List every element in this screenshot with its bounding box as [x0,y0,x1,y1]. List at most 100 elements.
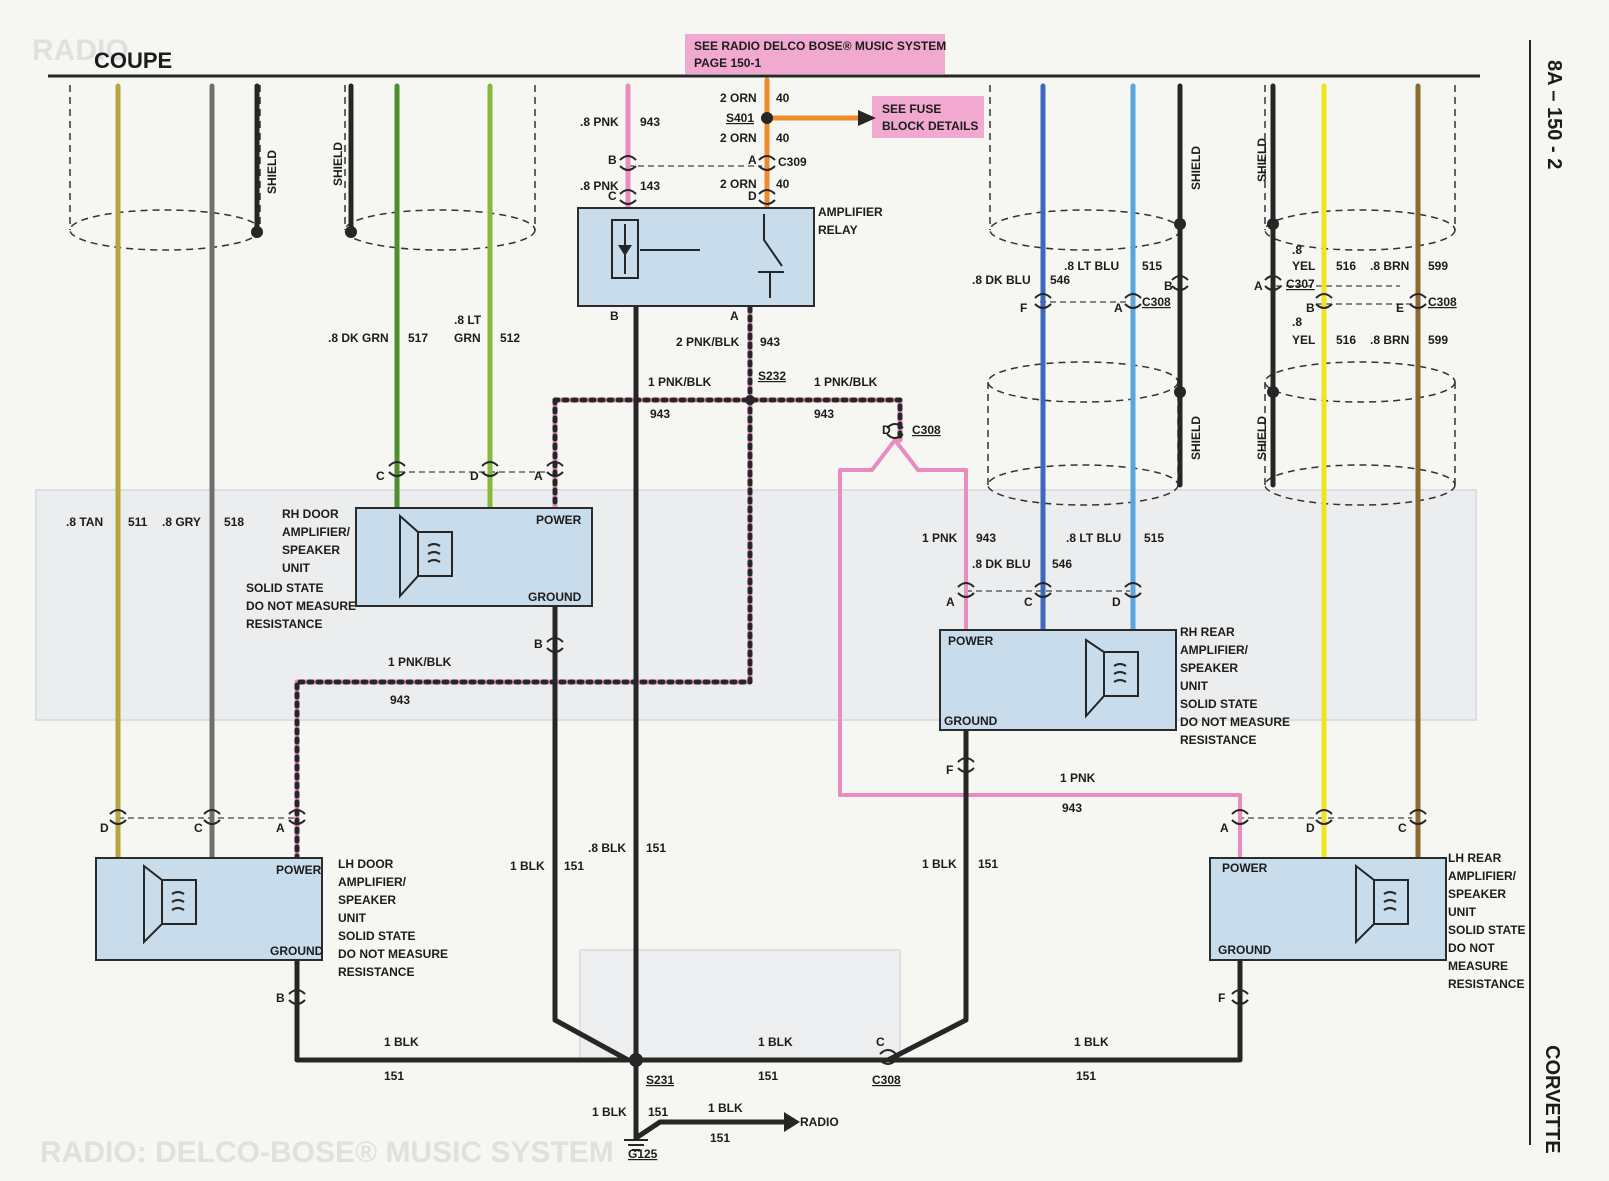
blk-radio-size-label: 1 BLK [708,1101,743,1115]
ltblu-size-label: .8 LT BLU [1064,259,1119,273]
yel-size2-label: YEL [1292,259,1315,273]
wire-blk-151-bus [294,957,1243,1063]
radio-label: RADIO [800,1115,839,1129]
rh-rear-name: RH REAR [1180,625,1235,639]
radio-arrow-icon [784,1112,800,1132]
blk-center-size-label: .8 BLK [588,841,626,855]
yel-size1-label: .8 [1292,243,1302,257]
c-label: C [608,189,617,203]
blk-rhrear-size-label: 1 BLK [922,857,957,871]
brn-circ-label: 599 [1428,259,1448,273]
rh-door-note-3: RESISTANCE [246,617,322,631]
ltgrn-size2-label: GRN [454,331,481,345]
orn-mid-circ-label: 40 [776,131,790,145]
blk-bottom-left-size-label: 1 BLK [384,1035,419,1049]
shield-label: SHIELD [265,150,279,194]
a-label: A [1220,821,1229,835]
yel-low-size2-label: YEL [1292,333,1315,347]
rh-rear-note-2: DO NOT MEASURE [1180,715,1290,729]
ground-symbol [624,1139,648,1151]
speaker-icon [399,513,453,599]
e-label: E [1396,301,1404,315]
ltblu-low-size-label: .8 LT BLU [1066,531,1121,545]
lh-door-note: SOLID STATE [338,929,416,943]
amplifier-relay-label: AMPLIFIER [818,205,883,219]
pnk-top-size-label: .8 PNK [580,115,619,129]
dkgrn-circ-label: 517 [408,331,428,345]
lh-rear-note: SOLID STATE [1448,923,1526,937]
s232-label: S232 [758,369,786,383]
c-label: C [876,1035,885,1049]
pnk-relay-size-label: .8 PNK [580,179,619,193]
c-label: C [194,821,203,835]
dkgrn-size-label: .8 DK GRN [328,331,389,345]
dkblu-low-circ-label: 546 [1052,557,1072,571]
d-label: D [100,821,109,835]
amplifier-relay: AMPLIFIER RELAY [577,205,883,307]
gry-circ-label: 518 [224,515,244,529]
rh-rear-note-3: RESISTANCE [1180,733,1256,747]
blk-bottom-right-size-label: 1 BLK [1074,1035,1109,1049]
pnkblk-right-circ-label: 943 [814,407,834,421]
b-label: B [610,309,619,323]
power-label: POWER [536,513,582,527]
pnk-top-circ-label: 943 [640,115,660,129]
power-label: POWER [1222,861,1268,875]
yel-low-circ-label: 516 [1336,333,1356,347]
c308-a-label: C308 [1142,295,1171,309]
background-ghost: RADIO: DELCO-BOSE® MUSIC SYSTEM RADIO [32,34,1477,1169]
lh-door-name-3: SPEAKER [338,893,396,907]
a-label: A [276,821,285,835]
lh-rear-note-2: DO NOT [1448,941,1495,955]
wire-blk-151-rhdoor [552,602,631,1063]
rh-door-name: RH DOOR [282,507,339,521]
wire-blk-151-rhrear [885,727,969,1063]
d-label: D [748,189,757,203]
lh-door-name: LH DOOR [338,857,394,871]
d-label: D [470,469,479,483]
tan-circ-label: 511 [128,515,148,529]
rh-door-unit: POWER GROUND RH DOOR AMPLIFIER/ SPEAKER … [246,507,593,631]
rh-door-name-2: AMPLIFIER/ [282,525,351,539]
shield-labels: SHIELD SHIELD SHIELD SHIELD SHIELD SHIEL… [265,138,1269,460]
lh-door-name-4: UNIT [338,911,367,925]
lh-rear-note-4: RESISTANCE [1448,977,1524,991]
a-label: A [748,153,757,167]
ground-label: GROUND [944,714,998,728]
ghost-title: RADIO: DELCO-BOSE® MUSIC SYSTEM [40,1136,614,1169]
f-label: F [1020,301,1027,315]
c307-label: C307 [1286,277,1315,291]
see-radio-page: PAGE 150-1 [694,56,761,70]
power-label: POWER [948,634,994,648]
s401-label: S401 [726,111,754,125]
pnk-rhrear-circ-label: 943 [976,531,996,545]
lh-rear-note-3: MEASURE [1448,959,1508,973]
blk-rhrear-circ-label: 151 [978,857,998,871]
lh-door-note-2: DO NOT MEASURE [338,947,448,961]
page-code: 8A – 150 - 2 [1543,60,1565,169]
see-radio-text: SEE RADIO DELCO BOSE® MUSIC SYSTEM [694,39,946,53]
d-label: D [1112,595,1121,609]
blk-g125-size-label: 1 BLK [592,1105,627,1119]
c309-label: C309 [778,155,807,169]
rh-door-name-3: SPEAKER [282,543,340,557]
blk-bottom-right-circ-label: 151 [1076,1069,1096,1083]
lh-rear-name-2: AMPLIFIER/ [1448,869,1517,883]
yel-circ-label: 516 [1336,259,1356,273]
see-fuse-text: SEE FUSE [882,102,941,116]
rh-door-name-4: UNIT [282,561,311,575]
ltblu-circ-label: 515 [1142,259,1162,273]
pnkblk-left-size-label: 1 PNK/BLK [648,375,712,389]
dkblu-circ-label: 546 [1050,273,1070,287]
wire-labels: 2 ORN 40 S401 2 ORN 40 C309 2 ORN 40 .8 … [66,91,1457,1161]
lh-door-name-2: AMPLIFIER/ [338,875,407,889]
blk-rhdoor-size-label: 1 BLK [510,859,545,873]
lh-rear-name-4: UNIT [1448,905,1477,919]
d-label: D [882,423,891,437]
dkblu-size-label: .8 DK BLU [972,273,1031,287]
pnk-relay-circ-label: 143 [640,179,660,193]
blk-radio-circ-label: 151 [710,1131,730,1145]
b-label: B [1164,279,1173,293]
amplifier-relay-label-2: RELAY [818,223,858,237]
wire-pnkblk-943 [294,305,903,861]
